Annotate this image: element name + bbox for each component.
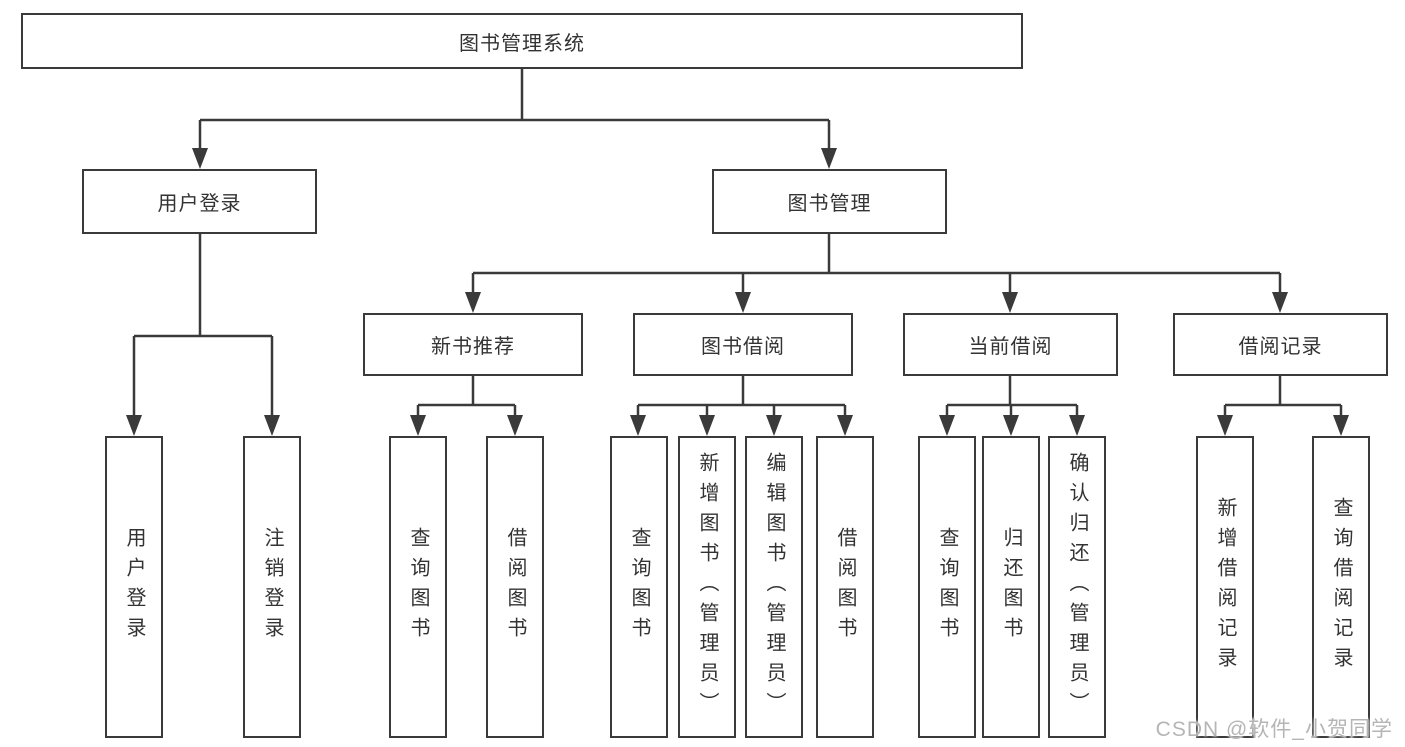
csdn-watermark: CSDN @软件_小贺同学 — [1155, 718, 1393, 741]
node-borrow-books-2: 借阅图书 — [816, 436, 874, 738]
node-label: 查询图书 — [628, 527, 650, 647]
node-label: 查询图书 — [407, 527, 429, 647]
node-add-book-admin: 新增图书（管理员） — [678, 436, 736, 738]
node-new-book-recommend: 新书推荐 — [363, 313, 583, 376]
node-label: 新增图书（管理员） — [696, 452, 718, 722]
node-confirm-return-admin: 确认归还（管理员） — [1048, 436, 1106, 738]
node-root: 图书管理系统 — [21, 13, 1023, 69]
node-query-books-2: 查询图书 — [610, 436, 668, 738]
node-return-book: 归还图书 — [982, 436, 1040, 738]
node-add-borrow-record: 新增借阅记录 — [1196, 436, 1254, 738]
node-user-login-leaf: 用户登录 — [105, 436, 163, 738]
node-book-management-branch: 图书管理 — [712, 169, 947, 234]
node-borrowing-records: 借阅记录 — [1173, 313, 1388, 376]
node-borrow-books-1: 借阅图书 — [486, 436, 544, 738]
node-label: 归还图书 — [1000, 527, 1022, 647]
node-label: 确认归还（管理员） — [1066, 452, 1088, 722]
node-label: 用户登录 — [123, 527, 145, 647]
node-user-login-branch: 用户登录 — [82, 169, 317, 234]
node-label: 借阅图书 — [504, 527, 526, 647]
node-query-borrow-record: 查询借阅记录 — [1312, 436, 1370, 738]
node-label: 查询借阅记录 — [1330, 497, 1352, 677]
node-current-borrowing: 当前借阅 — [903, 313, 1118, 376]
node-label: 注销登录 — [261, 527, 283, 647]
node-edit-book-admin: 编辑图书（管理员） — [745, 436, 803, 738]
node-label: 查询图书 — [936, 527, 958, 647]
node-query-books-1: 查询图书 — [389, 436, 447, 738]
node-label: 编辑图书（管理员） — [763, 452, 785, 722]
node-logout-leaf: 注销登录 — [243, 436, 301, 738]
node-label: 借阅图书 — [834, 527, 856, 647]
node-book-borrowing: 图书借阅 — [633, 313, 853, 376]
node-label: 新增借阅记录 — [1214, 497, 1236, 677]
node-query-books-3: 查询图书 — [918, 436, 976, 738]
